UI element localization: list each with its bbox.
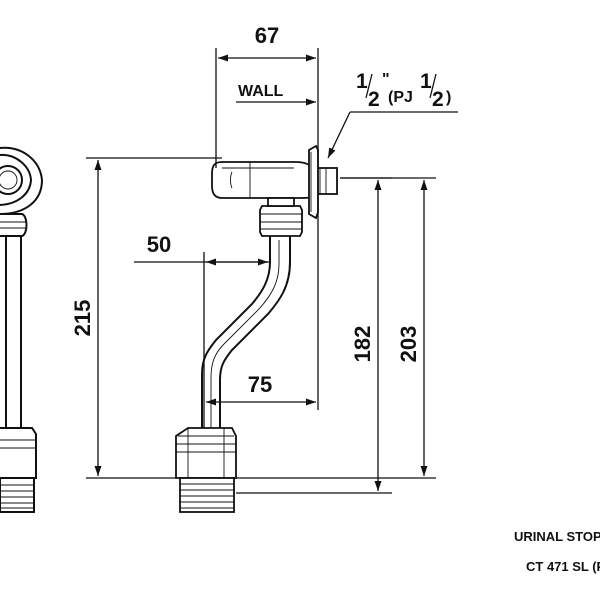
thread-second-den: 2 bbox=[432, 88, 444, 111]
thread-mid: (PJ bbox=[388, 89, 413, 106]
dim-offset-horizontal: 50 bbox=[147, 232, 171, 257]
dim-wall-offset: 67 bbox=[255, 23, 279, 48]
caption: URINAL STOP CT 471 SL (PJ) bbox=[514, 529, 600, 574]
caption-product-name: URINAL STOP bbox=[514, 529, 600, 544]
thread-first-num: 1 bbox=[356, 70, 368, 93]
thread-first-den: 2 bbox=[368, 88, 380, 111]
dim-height-b: 203 bbox=[396, 326, 421, 363]
thread-mark: " bbox=[382, 71, 390, 88]
thread-second-num: 1 bbox=[420, 70, 432, 93]
dim-offset-bottom: 75 bbox=[248, 372, 272, 397]
dim-height-a: 182 bbox=[350, 326, 375, 363]
thread-close: ) bbox=[446, 89, 451, 106]
dimension-labels: 67 WALL 1 2 " (PJ 1 2 ) 215 50 75 182 20… bbox=[70, 23, 451, 397]
thread-spec: 1 2 " (PJ 1 2 ) bbox=[356, 70, 451, 111]
wall-label: WALL bbox=[238, 83, 284, 100]
side-view bbox=[0, 146, 44, 513]
dim-overall-height: 215 bbox=[70, 300, 95, 337]
dimension-lines bbox=[86, 48, 458, 494]
front-view bbox=[175, 144, 338, 513]
caption-model-code: CT 471 SL (PJ) bbox=[526, 559, 600, 574]
